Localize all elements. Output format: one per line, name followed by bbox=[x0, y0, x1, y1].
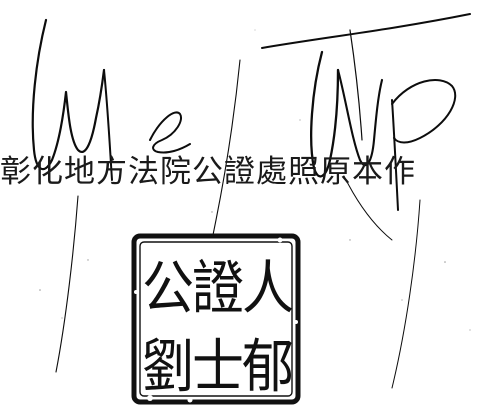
certification-text: 彰化地方法院公證處照原本作 bbox=[0, 154, 416, 190]
seal-glyph-liu: 劉 bbox=[142, 334, 194, 402]
seal-glyph-ren: 人 bbox=[242, 255, 294, 323]
seal-glyph-yu: 郁 bbox=[242, 334, 294, 402]
notary-seal-stamp: 公 證 人 劉 士 郁 bbox=[131, 233, 301, 405]
seal-glyph-gong: 公 bbox=[142, 255, 194, 323]
seal-glyph-shi: 士 bbox=[192, 334, 244, 402]
seal-glyph-zheng: 證 bbox=[192, 255, 244, 323]
